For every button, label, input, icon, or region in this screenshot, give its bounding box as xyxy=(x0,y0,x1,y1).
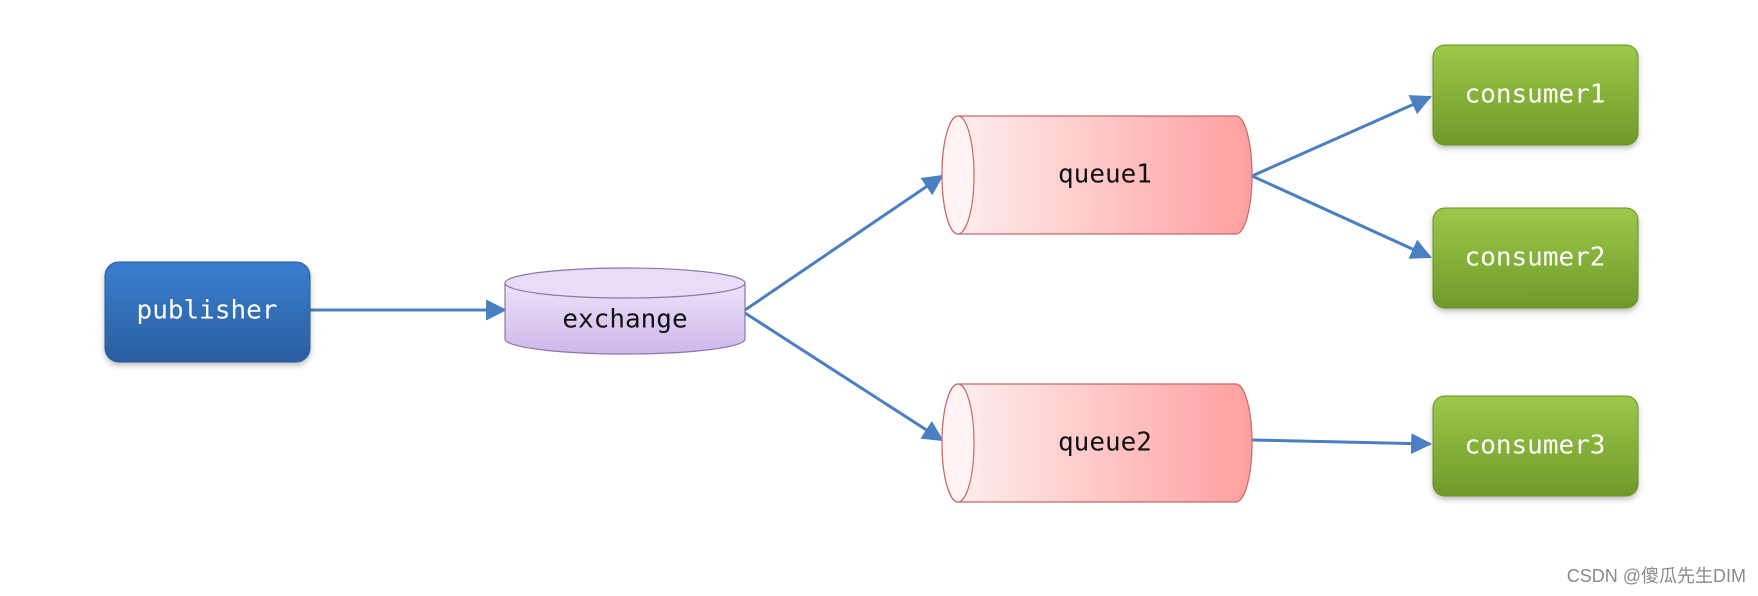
queue2-label: queue2 xyxy=(1058,428,1152,458)
watermark: CSDN @傻瓜先生DIM xyxy=(1566,566,1746,586)
queue2-node xyxy=(941,383,1253,503)
consumer2-node xyxy=(1432,207,1639,309)
exchange-node xyxy=(504,267,746,355)
consumer1-label: consumer1 xyxy=(1465,80,1606,110)
edge-exchange-queue1 xyxy=(744,174,944,312)
queue1-label: queue1 xyxy=(1058,160,1152,190)
edge-queue1-consumer1 xyxy=(1251,95,1432,178)
edges xyxy=(310,95,1433,455)
consumer2-label: consumer2 xyxy=(1465,243,1606,273)
edge-queue1-consumer2 xyxy=(1251,174,1432,259)
edge-exchange-queue2 xyxy=(744,311,944,442)
publisher-node xyxy=(104,261,311,363)
publisher-label: publisher xyxy=(137,296,278,326)
consumer1-node xyxy=(1432,44,1639,146)
edge-queue2-consumer3 xyxy=(1251,433,1433,455)
exchange-label: exchange xyxy=(562,305,687,335)
consumer3-node xyxy=(1432,395,1639,497)
consumer3-label: consumer3 xyxy=(1465,431,1606,461)
queue1-node xyxy=(941,115,1253,235)
